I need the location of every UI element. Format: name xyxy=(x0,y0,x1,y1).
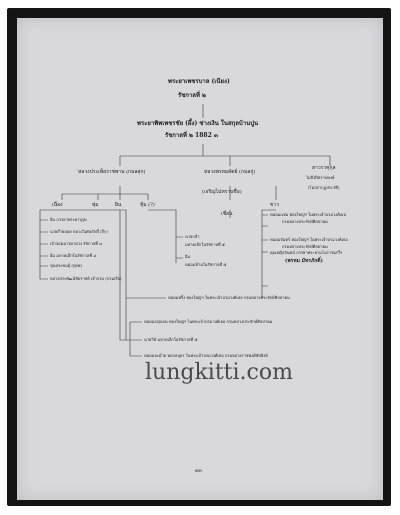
list-a-item: เจ้าจอมมารดาดวง รัชกาลที่ ๔ xyxy=(50,241,103,246)
list-b-item: นายกล่ำ xyxy=(185,234,200,239)
list-c-item: (พรหม มัทรภักดิ์) xyxy=(285,258,323,264)
list-a-item: หลวงประพัฒน์ชัยราชย์ เจ้ากรม (กรมเรือ) xyxy=(50,276,122,281)
sub-c: ขาว xyxy=(270,202,280,208)
list-c-item: หม่อมแช่ม ทองใหญ่ฯ ในพระเจ้าบรมวงศ์เธอ xyxy=(270,212,346,217)
list-b-item: หม่อมห้ามในรัชกาลที่ ๕ xyxy=(185,262,227,267)
list-a-item: อิ่ม ภรรยาพระยาบุรุษ xyxy=(50,217,87,222)
root-name: พระยาเพชรบาล (เนียง) xyxy=(168,78,230,85)
second-name: พระยาพิพเพชรชัย (ผึ้ง) ซ่างเงิน ในสกุลบ้… xyxy=(137,120,259,127)
list-c-item: กรมหลวงประจักษ์ศิลปาคม xyxy=(282,244,328,249)
branch-c-note1: ไม่ถึงปีทราบพงษ์ xyxy=(306,175,335,180)
list-b-item: มหาดเล็กในรัชกาลที่ ๕ xyxy=(185,242,225,247)
branch-b-name: หลวงพรหมสัตย์ (กมลกู่) xyxy=(204,169,256,175)
branch-b-note: (เจริญไม่ทราบชื่อ) xyxy=(202,189,242,195)
sub-b: เชี่ยน xyxy=(221,211,233,217)
branch-c-note2: (ไม่ปรากฏประวัติ) xyxy=(308,185,340,190)
list-c-item: กรมหลวงประจักษ์ศิลปาคม xyxy=(282,219,328,224)
sub-a-3: ผิน xyxy=(115,202,122,208)
page-number: ๓๓ xyxy=(195,468,202,474)
list-a-item: นายก๊ายลอด หลวงวิเศษภักดิ์ (ก๊ะ) xyxy=(50,229,108,234)
list-e-item: หม่อมอรุณจน ทองใหญ่ฯ ในพระเจ้าบรมวงศ์เธอ… xyxy=(144,319,273,324)
row-d: หม่อมพริ้ง ทองใหญ่ฯ ในพระเจ้าบรมวงศ์เธอ … xyxy=(168,295,290,300)
second-reign: รัชกาลที่ ๒ 1882 ๓ xyxy=(165,132,218,139)
list-b-item: อิ่ม xyxy=(185,254,191,259)
list-e-item: หม่อมละม้าย พลกลบุธร ในพระเจ้าบรมวงศ์เธอ… xyxy=(144,353,268,358)
watermark: lungkitti.com xyxy=(145,360,293,385)
branch-c-name: สาวราคุกุล xyxy=(312,165,336,171)
root-reign: รัชกาลที่ ๒ xyxy=(178,92,206,99)
sub-a-4: ทุ้ม (?) xyxy=(140,202,155,208)
list-a-item: ขุนประพนธุ์ (ทุรพ) xyxy=(50,263,82,268)
list-c-item: คุณหญิงจันทน์ ภรรยาพระยามโนราชเสวิ์ฯ xyxy=(270,250,343,255)
sub-a-2: พุ่ม xyxy=(92,202,99,208)
list-c-item: หม่อมจันทร์ ทองใหญ่ฯ ในพระเจ้าบรมวงศ์เธอ xyxy=(270,237,348,242)
list-a-item: อิ่ม มหาดเล็กในรัชกาลที่ ๔ xyxy=(50,253,97,258)
branch-a-name: หลวงประเพ็ยราชพาน (กมลสุก) xyxy=(78,169,146,175)
sub-a-1: เนื่อง xyxy=(52,202,63,208)
list-e-item: นายวิษ์ มหาดเล็กในรัชกาลที่ ๕ xyxy=(144,337,198,342)
document-page xyxy=(17,18,383,500)
